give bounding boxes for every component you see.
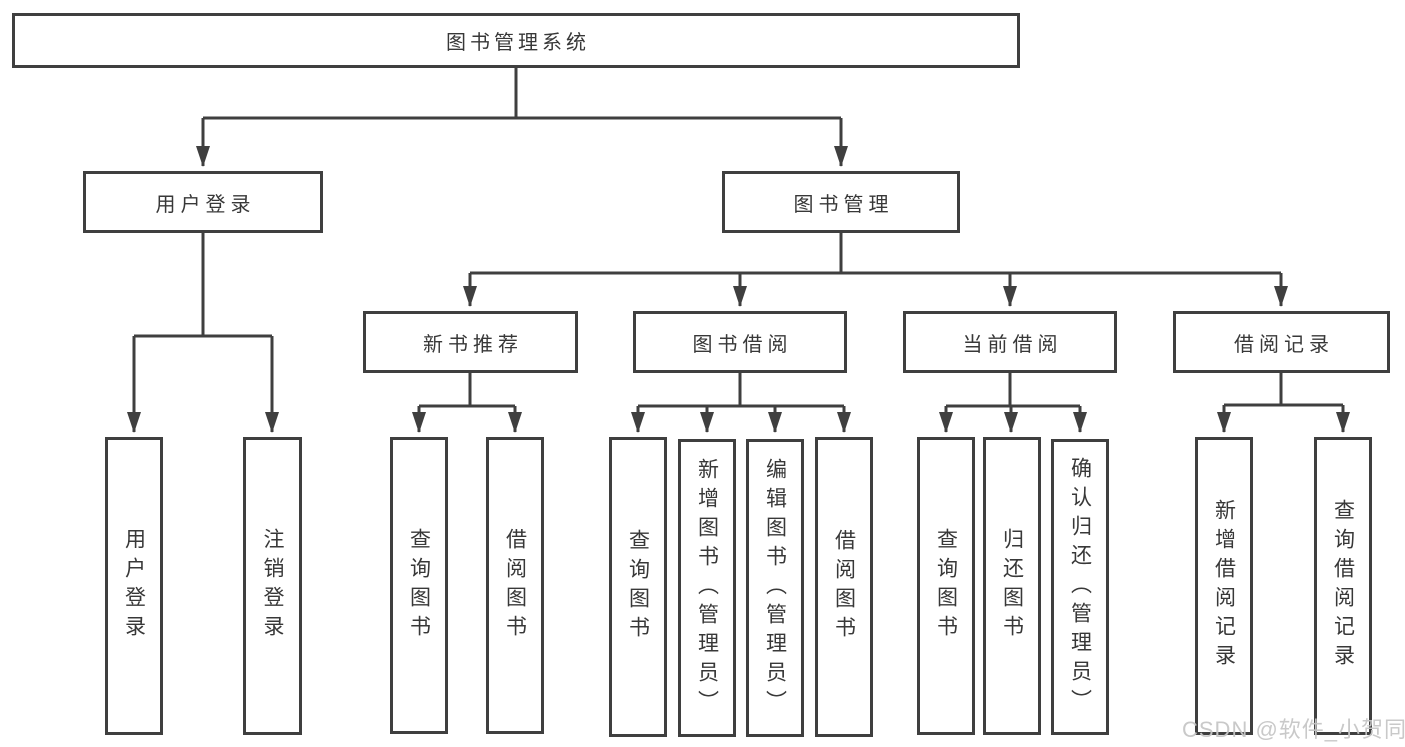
node-user-login: 用户登录	[83, 171, 323, 233]
leaf-add-book-admin: 新增图书（管理员）	[678, 439, 736, 737]
node-label: 查询图书	[626, 529, 650, 645]
node-label: 用户登录	[155, 193, 256, 216]
csdn-watermark: CSDN @软件_小贺同学	[1182, 717, 1405, 742]
node-label: 确认归还（管理员）	[1068, 456, 1092, 718]
leaf-confirm-return-admin: 确认归还（管理员）	[1051, 439, 1109, 735]
node-label: 查询借阅记录	[1331, 499, 1355, 673]
leaf-borrow-books-recommend: 借阅图书	[486, 437, 544, 734]
leaf-query-borrow-record: 查询借阅记录	[1314, 437, 1372, 735]
node-label: 新增借阅记录	[1212, 499, 1236, 673]
node-label: 新书推荐	[423, 333, 523, 356]
leaf-query-books-borrowing: 查询图书	[609, 437, 667, 737]
node-label: 归还图书	[1000, 528, 1024, 644]
leaf-return-books: 归还图书	[983, 437, 1041, 735]
leaf-add-borrow-record: 新增借阅记录	[1195, 437, 1253, 735]
node-label: 新增图书（管理员）	[695, 457, 719, 719]
node-label: 图书管理系统	[446, 32, 590, 54]
node-label: 图书管理	[793, 193, 894, 216]
node-new-book-recommendation: 新书推荐	[363, 311, 578, 373]
node-label: 图书借阅	[692, 333, 793, 356]
leaf-query-books-recommend: 查询图书	[390, 437, 448, 734]
leaf-query-books-current: 查询图书	[917, 437, 975, 735]
node-label: 注销登录	[261, 528, 284, 644]
node-borrowing-records: 借阅记录	[1173, 311, 1390, 373]
node-label: 当前借阅	[962, 333, 1063, 356]
leaf-user-login: 用户登录	[105, 437, 163, 735]
node-label: 编辑图书（管理员）	[763, 457, 787, 719]
node-label: 借阅记录	[1234, 333, 1334, 356]
leaf-logout: 注销登录	[243, 437, 302, 735]
node-current-borrowing: 当前借阅	[903, 311, 1117, 373]
node-book-management: 图书管理	[722, 171, 960, 233]
leaf-borrow-books-borrowing: 借阅图书	[815, 437, 873, 737]
node-label: 借阅图书	[503, 527, 527, 644]
node-label: 查询图书	[934, 528, 958, 644]
node-label: 用户登录	[122, 528, 146, 644]
leaf-edit-book-admin: 编辑图书（管理员）	[746, 439, 804, 737]
node-label: 查询图书	[407, 527, 431, 644]
node-book-borrowing: 图书借阅	[633, 311, 847, 373]
node-library-system: 图书管理系统	[12, 13, 1020, 68]
node-label: 借阅图书	[832, 529, 856, 645]
